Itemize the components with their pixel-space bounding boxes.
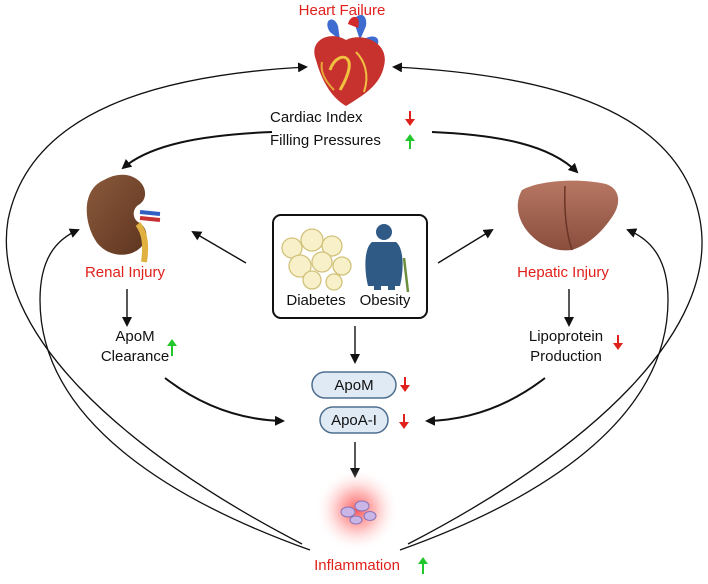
liver-icon <box>517 180 619 251</box>
lipoprotein-production-line1: Lipoprotein <box>529 328 603 345</box>
kidney-icon <box>86 174 161 263</box>
inflammation-label: Inflammation <box>314 557 400 574</box>
diabetes-label: Diabetes <box>286 292 345 309</box>
feedback-arrows <box>5 62 703 551</box>
heart-icon <box>314 14 385 106</box>
arrow-risk-to-liver <box>437 228 494 264</box>
cardiac-index-label: Cardiac Index <box>270 109 363 126</box>
arrow-heart-to-liver <box>431 131 579 174</box>
lipoprotein-production-line2: Production <box>530 348 602 365</box>
hepatic-injury-label: Hepatic Injury <box>517 264 609 281</box>
arrow-heart-to-kidney <box>121 131 273 170</box>
apom-label: ApoM <box>334 377 373 394</box>
lipoprotein-production-down-arrowhead <box>613 343 623 350</box>
apoa1-label: ApoA-I <box>331 412 377 429</box>
apom-clearance-line1: ApoM <box>115 328 154 345</box>
organ-effect-arrows <box>122 289 574 327</box>
cane-icon <box>402 257 410 293</box>
apom-pill <box>311 371 397 399</box>
apom-down-arrowhead <box>400 385 410 392</box>
arrow-inflammation-to-heart-right <box>392 62 703 545</box>
risk-arrows <box>191 228 494 364</box>
arrow-risk-to-kidney <box>191 230 247 264</box>
adipocytes-icon <box>281 228 352 291</box>
apoa1-down-arrowhead <box>399 422 409 429</box>
apoa1-pill <box>319 406 389 434</box>
obesity-label: Obesity <box>360 292 411 309</box>
heart-output-arrows <box>121 131 579 174</box>
arrow-inflammation-to-heart-left <box>5 62 308 545</box>
renal-injury-label: Renal Injury <box>85 264 166 281</box>
title-heart-failure: Heart Failure <box>299 2 386 19</box>
arrow-inflammation-to-kidney <box>39 228 311 551</box>
filling-pressures-label: Filling Pressures <box>270 132 381 149</box>
cardiac-index-down-arrowhead <box>405 119 415 126</box>
arrow-inflammation-to-liver <box>399 228 669 551</box>
apom-clearance-up-arrowhead <box>167 339 177 346</box>
arrow-production-to-apo <box>425 377 546 426</box>
filling-pressures-up-arrowhead <box>405 134 415 141</box>
arrow-clearance-to-apo <box>164 377 285 426</box>
apom-clearance-line2: Clearance <box>101 348 169 365</box>
inflammation-up-arrowhead <box>418 557 428 564</box>
immune-cells-icon <box>340 500 377 525</box>
obesity-person-icon <box>365 224 403 290</box>
